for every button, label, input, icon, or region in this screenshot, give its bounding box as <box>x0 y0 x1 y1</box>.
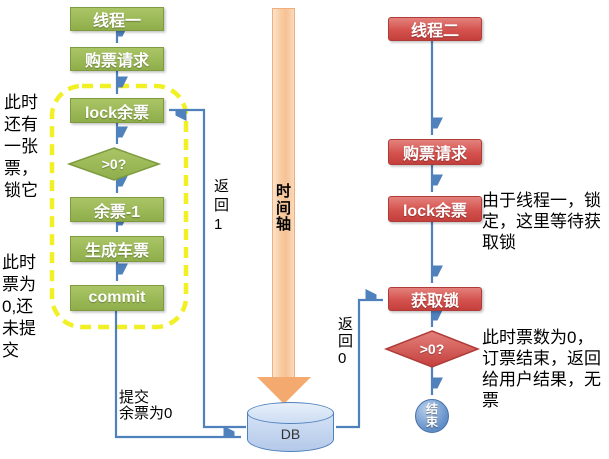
connector-commit-to-db <box>114 311 241 439</box>
label-return-0: 返 回 0 <box>338 316 354 367</box>
note-thread1-zero-ticket: 此时 票为 0,还 未提 交 <box>2 253 36 360</box>
node-thread1-request: 购票请求 <box>70 47 164 71</box>
thread2-check-label: >0? <box>419 341 445 357</box>
db-label: DB <box>280 426 301 442</box>
thread2-check-diamond <box>383 330 481 368</box>
db-cylinder: DB <box>247 402 334 452</box>
label-submit-zero: 提交 余票为0 <box>119 389 173 422</box>
node-thread1-lock: lock余票 <box>70 98 164 123</box>
node-thread2-request: 购票请求 <box>388 139 482 165</box>
note-thread1-has-ticket: 此时 还有 一张 票， 锁它 <box>4 93 38 200</box>
node-thread1-title: 线程一 <box>70 7 164 31</box>
label-return-1: 返 回 1 <box>214 178 230 233</box>
note-thread2-wait: 由于线程一，锁 定，这里等待获 取锁 <box>482 191 601 252</box>
thread1-check-diamond <box>66 147 162 181</box>
db-cylinder-top <box>247 402 334 424</box>
thread1-check-label: >0? <box>101 156 127 172</box>
connector-db-return1 <box>169 108 246 429</box>
node-thread1-commit: commit <box>70 285 164 311</box>
timeline-label: 时 间 轴 <box>276 183 292 233</box>
node-thread2-acquire: 获取锁 <box>388 287 482 311</box>
connector-db-return0 <box>336 300 383 429</box>
node-thread2-end: 结 束 <box>415 399 449 433</box>
node-thread1-decrement: 余票-1 <box>70 197 164 222</box>
node-thread2-title: 线程二 <box>388 17 482 41</box>
node-thread1-generate: 生成车票 <box>70 236 164 262</box>
note-thread2-result: 此时票数为0， 订票结束，返回 给用户结果，无 票 <box>482 328 601 410</box>
timeline-arrowhead-icon <box>257 377 311 404</box>
node-thread2-lock: lock余票 <box>388 196 482 222</box>
